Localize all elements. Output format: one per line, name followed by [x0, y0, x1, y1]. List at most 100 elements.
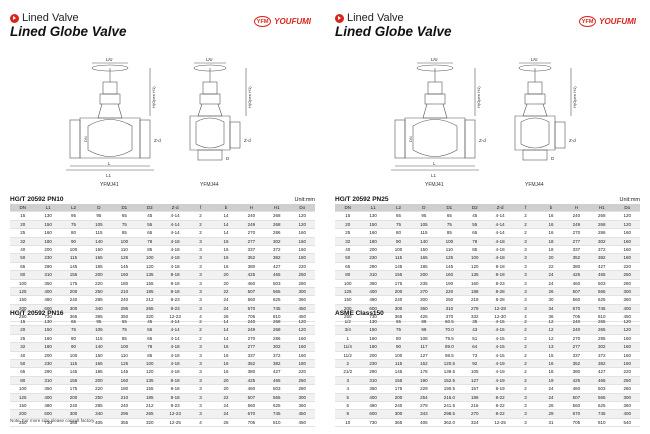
- table-cell: 810: [589, 418, 615, 428]
- column-header: D: [411, 204, 437, 213]
- table-cell: 100: [60, 351, 87, 361]
- table-cell: 340: [86, 409, 112, 419]
- table-cell: 240: [563, 325, 590, 335]
- table-cell: 16: [213, 351, 239, 361]
- table-cell: 65: [60, 318, 87, 327]
- table-cell: 85: [462, 245, 488, 255]
- table-cell: 450: [289, 418, 315, 428]
- zd-label: Z-d: [479, 138, 486, 143]
- table-cell: 45: [137, 211, 163, 221]
- table-cell: 425: [238, 270, 265, 280]
- table-cell: 160: [614, 228, 640, 238]
- column-header: L1: [360, 204, 386, 213]
- table-cell: 745: [264, 304, 290, 314]
- table-cell: 8-22: [487, 393, 513, 403]
- table-cell: 100: [385, 351, 412, 361]
- table-cell: 240: [385, 401, 412, 411]
- table-cell: 100: [10, 384, 36, 394]
- table-cell: 670: [563, 409, 590, 419]
- valve-j44-diagram: [189, 62, 247, 161]
- h-label-2: H(Open H1): [572, 86, 577, 108]
- column-header: L2: [385, 204, 412, 213]
- table-cell: 337: [238, 351, 265, 361]
- standard-label: HG/T 20592 PN10: [10, 196, 64, 203]
- table-cell: 140: [86, 342, 112, 352]
- table-cell: 425: [563, 270, 590, 280]
- table-cell: 65: [385, 211, 412, 221]
- table-cell: 220: [614, 367, 640, 377]
- table-cell: 5: [335, 393, 361, 403]
- table-cell: 75: [60, 325, 87, 335]
- table-cell: 186: [462, 393, 488, 403]
- table-cell: 229: [411, 384, 437, 394]
- table-cell: 600: [35, 409, 61, 419]
- table-cell: 127: [411, 351, 437, 361]
- table-cell: 160: [111, 376, 138, 386]
- zd-label-2: Z-d: [569, 138, 576, 143]
- caption-yfmj41: YFMJ41: [425, 182, 444, 188]
- column-header: f: [187, 204, 214, 213]
- table-cell: 218: [462, 295, 488, 305]
- table-cell: 4-19: [487, 367, 513, 377]
- table-cell: 8-28: [487, 295, 513, 305]
- unit-label: Unit:mm: [619, 197, 640, 203]
- table-cell: 2: [512, 220, 539, 230]
- valve-drawing: D0 D0 H(Open H1) H(Open H1) DN L L1 Z-d …: [391, 58, 577, 188]
- table-cell: 25: [10, 228, 36, 238]
- table-cell: 20: [213, 384, 239, 394]
- table-cell: 745: [589, 304, 615, 314]
- table-cell: 150: [360, 325, 386, 335]
- column-header: D2: [137, 204, 163, 213]
- table-cell: 745: [264, 409, 290, 419]
- table-cell: 249: [238, 220, 265, 230]
- table-cell: 250: [436, 295, 463, 305]
- table-cell: 240: [238, 318, 265, 327]
- table-cell: 3: [187, 245, 214, 255]
- table-cell: 4-14: [162, 228, 188, 238]
- table-cell: 3: [512, 237, 539, 247]
- table-cell: 3: [187, 253, 214, 263]
- table-cell: 175: [385, 384, 412, 394]
- table-cell: 212: [137, 295, 163, 305]
- table-cell: 3: [187, 351, 214, 361]
- table-cell: 4-15: [487, 351, 513, 361]
- table-cell: 8-28: [487, 287, 513, 297]
- table-cell: 268: [264, 211, 290, 221]
- table-cell: 480: [360, 295, 386, 305]
- table-cell: 2: [512, 384, 539, 394]
- table-cell: 8-23: [162, 401, 188, 411]
- table-cell: 180: [289, 253, 315, 263]
- footnote: Note: For more size please consult facto…: [10, 418, 96, 423]
- table-cell: 12-25: [487, 418, 513, 428]
- table-cell: 3: [187, 279, 214, 289]
- table-cell: 160: [289, 237, 315, 247]
- table-cell: 4-14: [162, 325, 188, 335]
- table-cell: 90: [385, 237, 412, 247]
- table-cell: 8-18: [487, 262, 513, 272]
- table-cell: 16: [538, 220, 564, 230]
- play-icon: [10, 13, 19, 23]
- table-cell: 140: [86, 237, 112, 247]
- table-cell: 8-18: [162, 376, 188, 386]
- table-cell: 11/4: [335, 342, 361, 352]
- column-header: L1: [35, 204, 61, 213]
- table-cell: 268: [264, 325, 290, 335]
- table-cell: 160: [35, 334, 61, 344]
- table-cell: 200: [10, 409, 36, 419]
- table-cell: 3: [512, 401, 539, 411]
- table-cell: 120: [289, 211, 315, 221]
- table-cell: 20: [538, 253, 564, 263]
- table-cell: 160: [289, 334, 315, 344]
- table-cell: 241.5: [436, 401, 463, 411]
- table-cell: 127: [462, 376, 488, 386]
- table-cell: 372: [264, 351, 290, 361]
- table-cell: 85: [111, 228, 138, 238]
